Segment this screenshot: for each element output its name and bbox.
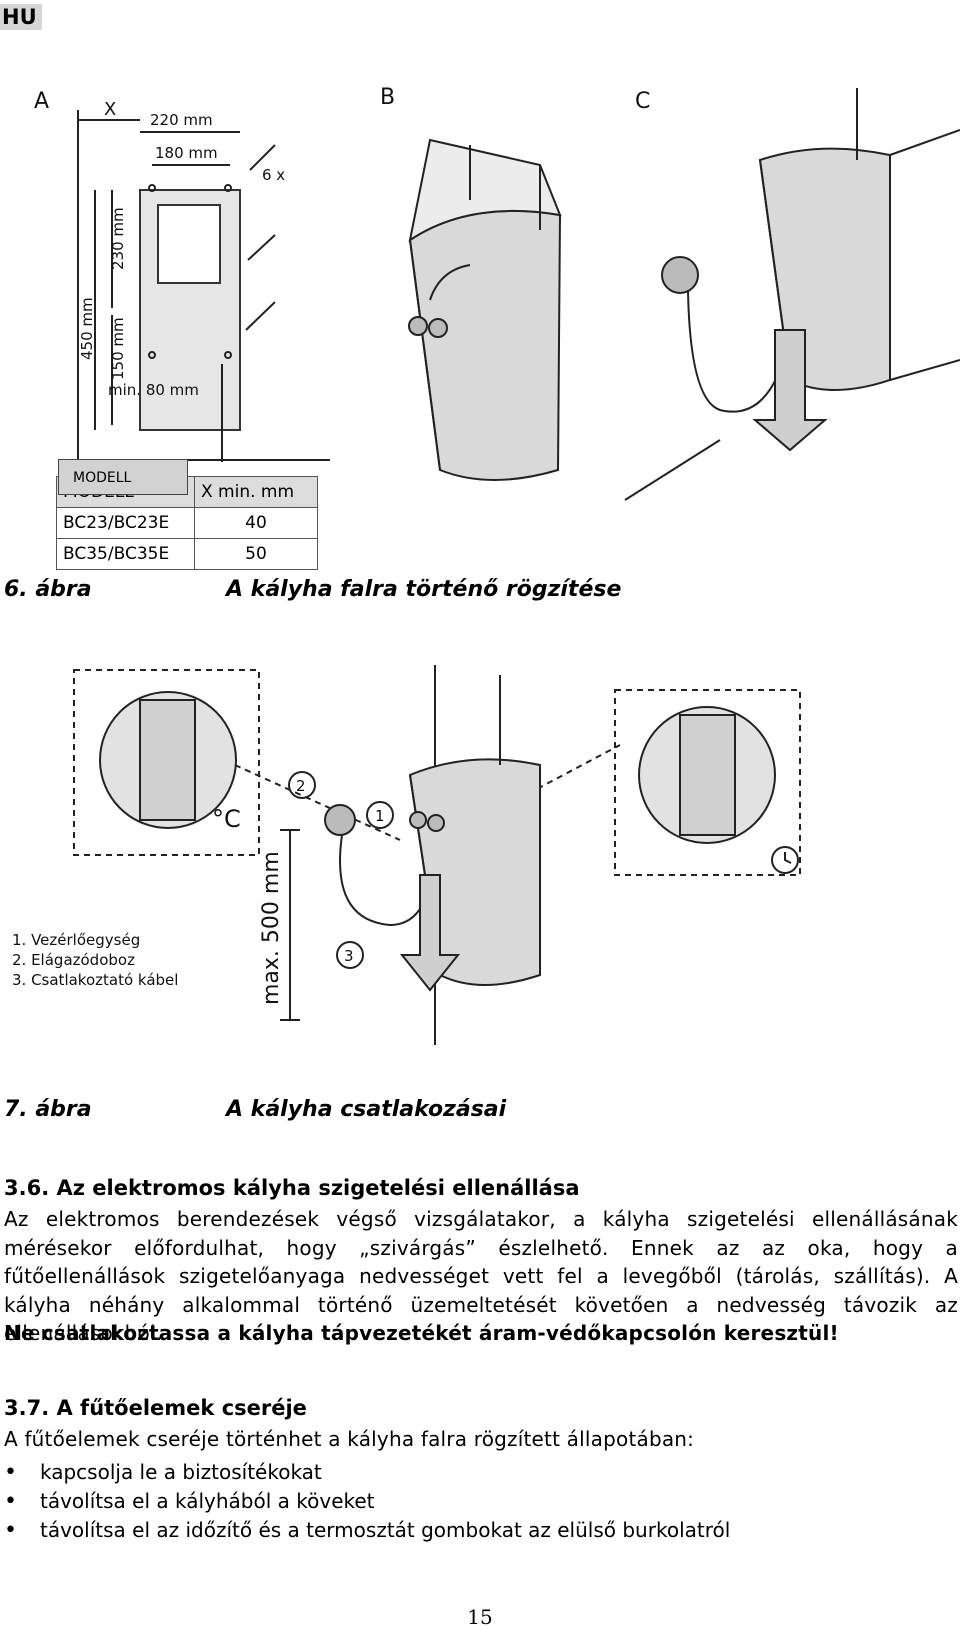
list-item: távolítsa el az időzítő és a termosztát … <box>4 1516 730 1545</box>
table-cell: BC23/BC23E <box>56 507 195 539</box>
list-item: kapcsolja le a biztosítékokat <box>4 1458 730 1487</box>
callout-1: 1 <box>375 807 385 825</box>
panel-label-c: C <box>635 89 650 114</box>
screw-count: 6 x <box>262 166 285 184</box>
model-label: MODELL <box>58 459 188 495</box>
figure-7-caption: A kályha csatlakozásai <box>226 1097 507 1122</box>
figure-6-caption: A kályha falra történő rögzítése <box>226 577 622 602</box>
table-row: BC23/BC23E 40 <box>56 507 318 539</box>
legend-item: 1. Vezérlőegység <box>12 931 141 949</box>
dimension-180mm: 180 mm <box>155 144 218 162</box>
dimension-max500mm: max. 500 mm <box>259 851 284 1005</box>
dimension-x: X <box>104 99 116 120</box>
language-tag: HU <box>0 4 42 30</box>
legend-item: 3. Csatlakoztató kábel <box>12 971 179 989</box>
warning-text: Ne csatlakoztassa a kályha tápvezetékét … <box>4 1321 839 1345</box>
celsius-symbol: °C <box>212 805 241 833</box>
figure-7-drawing: 2 1 3 °C max. 500 mm <box>73 665 801 1045</box>
dimension-230mm: 230 mm <box>109 207 127 270</box>
table-cell: 40 <box>194 507 318 539</box>
table-header-x: X min. mm <box>194 476 318 508</box>
figure-6-number: 6. ábra <box>4 577 92 602</box>
dimension-150mm: 150 mm <box>109 317 127 380</box>
table-cell: BC35/BC35E <box>56 538 195 570</box>
figure-7-legend: 1. Vezérlőegység 2. Elágazódoboz 3. Csat… <box>12 930 178 990</box>
section-3-6-paragraph: Az elektromos berendezések végső vizsgál… <box>4 1207 958 1345</box>
callout-3: 3 <box>344 947 354 965</box>
dimension-min80mm: min. 80 mm <box>108 381 199 399</box>
dimension-450mm: 450 mm <box>78 297 96 360</box>
section-3-7-intro: A fűtőelemek cseréje történhet a kályha … <box>4 1427 695 1451</box>
instruction-list: kapcsolja le a biztosítékokat távolítsa … <box>4 1458 730 1545</box>
page-number: 15 <box>467 1605 493 1629</box>
table-cell: 50 <box>194 538 318 570</box>
panel-label-b: B <box>380 85 395 110</box>
figure-6-drawing: A B C X 220 mm 180 mm 6 x min. 80 mm 450… <box>34 85 960 501</box>
table-row: BC35/BC35E 50 <box>56 538 318 570</box>
figure-7-number: 7. ábra <box>4 1097 92 1122</box>
dimension-220mm: 220 mm <box>150 111 213 129</box>
section-3-7-heading: 3.7. A fűtőelemek cseréje <box>4 1396 307 1420</box>
callout-2: 2 <box>296 777 306 795</box>
legend-item: 2. Elágazódoboz <box>12 951 135 969</box>
list-item: távolítsa el a kályhából a köveket <box>4 1487 730 1516</box>
panel-label-a: A <box>34 89 49 114</box>
section-3-6-heading: 3.6. Az elektromos kályha szigetelési el… <box>4 1176 580 1200</box>
